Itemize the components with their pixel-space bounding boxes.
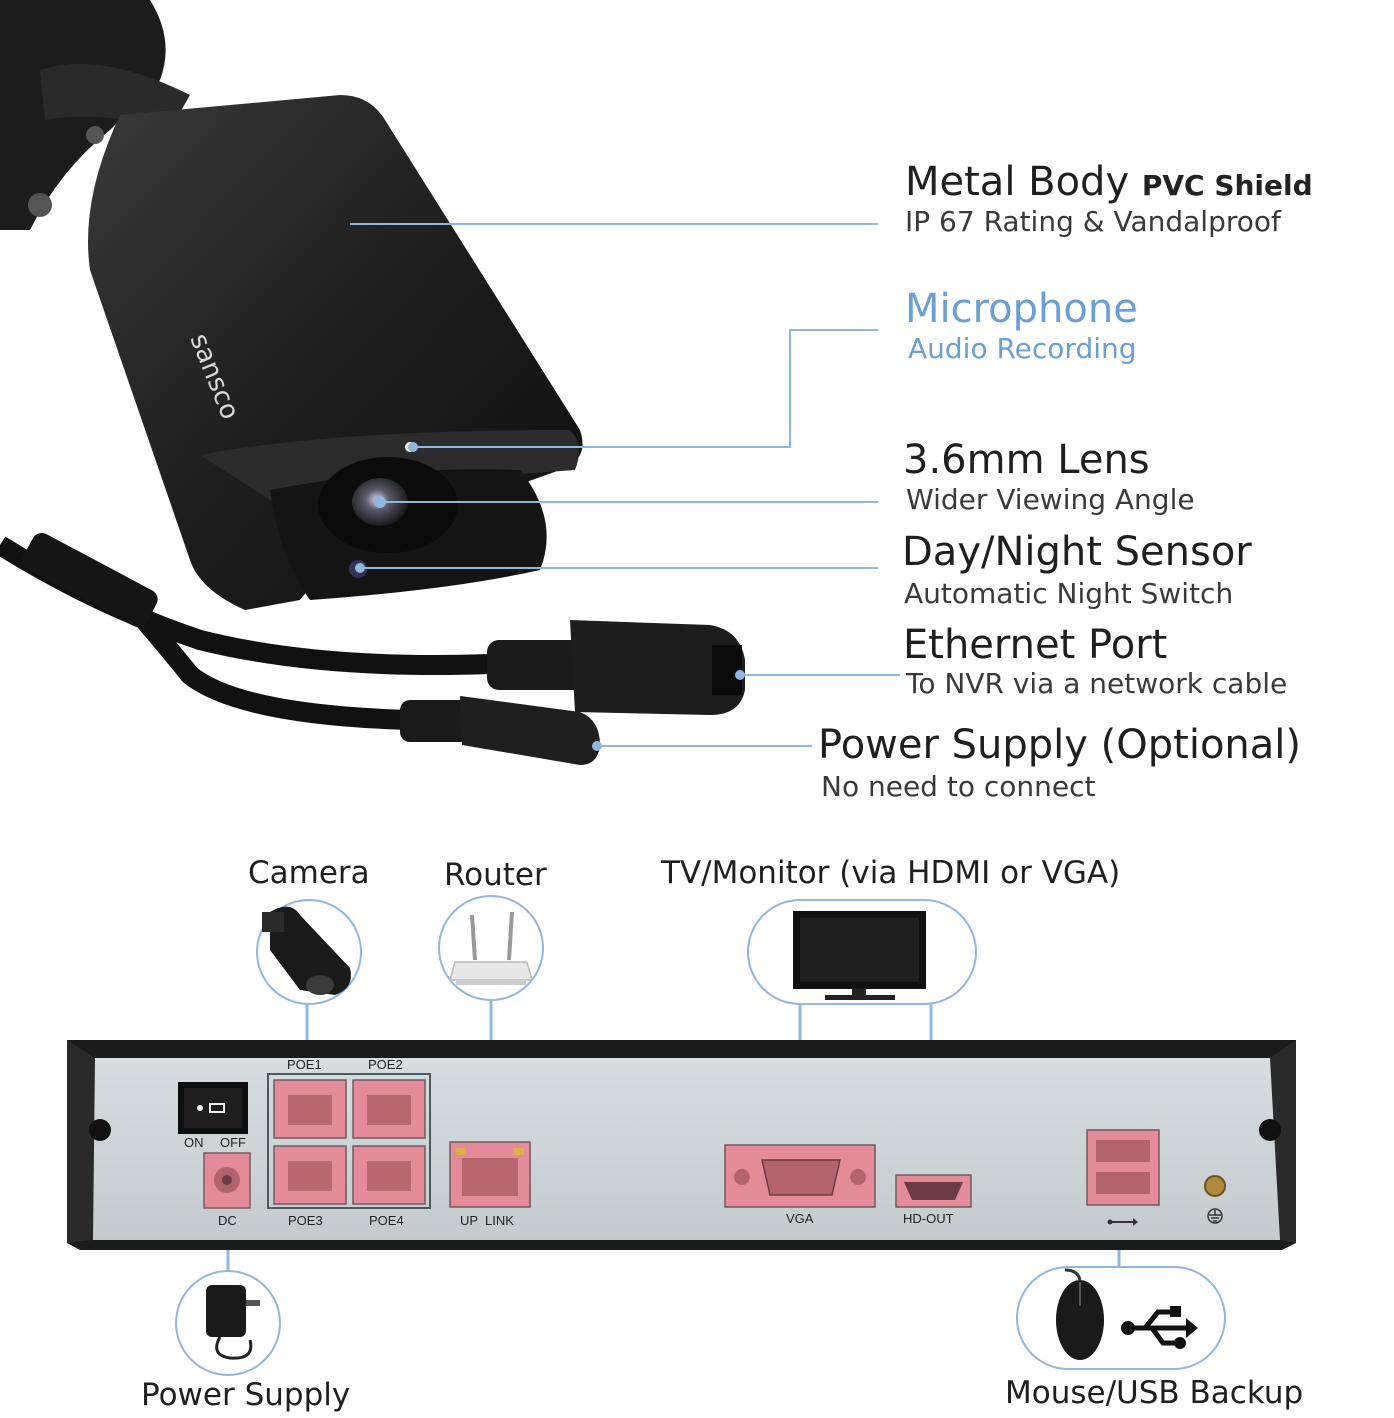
metal-body-title: Metal Body xyxy=(905,159,1130,205)
ethernet-jack xyxy=(712,645,742,695)
callout-dot xyxy=(374,496,386,508)
cable-boot xyxy=(22,533,158,627)
device-label-router: Router xyxy=(444,857,547,893)
feature-title-sensor: Day/Night Sensor xyxy=(902,529,1252,575)
feature-subtitle-microphone: Audio Recording xyxy=(908,332,1137,365)
camera-cable xyxy=(132,608,411,730)
nvr-chassis: ON OFF DC POE1 POE2 POE3 POE4 UP LINK xyxy=(67,1040,1296,1250)
callout-dot xyxy=(735,670,745,680)
ethernet-connector xyxy=(570,620,745,715)
device-label-tv: TV/Monitor (via HDMI or VGA) xyxy=(661,855,1121,891)
poe2-label: POE2 xyxy=(368,1057,403,1072)
uplink-label: UP LINK xyxy=(460,1213,514,1228)
chassis-screw-icon xyxy=(89,1119,111,1141)
pvc-shield-label: PVC Shield xyxy=(1141,169,1313,202)
feature-subtitle-sensor: Automatic Night Switch xyxy=(904,577,1234,610)
camera-illustration: sansco xyxy=(0,0,745,765)
feature-title-microphone: Microphone xyxy=(905,286,1138,332)
ground-icon xyxy=(1207,1208,1223,1224)
ground-screw xyxy=(1204,1175,1226,1197)
usb-port-symbol-icon xyxy=(1107,1218,1138,1226)
monitor-icon xyxy=(793,911,926,1000)
feature-subtitle-metal-body: IP 67 Rating & Vandalproof xyxy=(905,205,1281,238)
device-label-camera: Camera xyxy=(248,855,370,891)
hdmi-label: HD-OUT xyxy=(903,1211,954,1226)
mouse-icon xyxy=(1056,1268,1104,1360)
vga-label: VGA xyxy=(786,1211,814,1226)
feature-title-lens: 3.6mm Lens xyxy=(903,437,1150,483)
chassis-screw-icon xyxy=(1259,1119,1281,1141)
poe1-label: POE1 xyxy=(287,1057,322,1072)
mouse-bubble xyxy=(1016,1266,1226,1370)
power-adapter-icon xyxy=(206,1285,260,1360)
callout-dot xyxy=(408,442,418,452)
feature-subtitle-power: No need to connect xyxy=(821,770,1096,803)
callout-dots xyxy=(355,442,745,751)
camera-icon xyxy=(262,906,351,995)
feature-title-metal-body: Metal Body PVC Shield xyxy=(905,162,1313,202)
switch-off-label: OFF xyxy=(220,1135,246,1150)
device-label-mouse: Mouse/USB Backup xyxy=(1005,1375,1304,1411)
feature-subtitle-lens: Wider Viewing Angle xyxy=(906,483,1195,516)
poe4-label: POE4 xyxy=(369,1213,404,1228)
usb-icon xyxy=(1121,1306,1198,1349)
ethernet-connector-boot xyxy=(487,640,587,690)
poe-port-block xyxy=(267,1073,431,1209)
callout-dot xyxy=(592,741,602,751)
callout-dot xyxy=(355,563,365,573)
feature-subtitle-ethernet: To NVR via a network cable xyxy=(906,667,1288,700)
poe3-label: POE3 xyxy=(288,1213,323,1228)
switch-on-label: ON xyxy=(184,1135,204,1150)
mount-screw-icon xyxy=(28,193,52,217)
feature-title-ethernet: Ethernet Port xyxy=(903,622,1168,668)
feature-title-power: Power Supply (Optional) xyxy=(818,722,1302,768)
router-icon xyxy=(449,911,533,985)
callout-lines xyxy=(350,223,900,747)
power-connector-boot xyxy=(400,700,470,742)
dc-label: DC xyxy=(218,1213,237,1228)
power-connector xyxy=(460,696,600,765)
mount-screw-icon xyxy=(86,126,104,144)
device-label-power: Power Supply xyxy=(141,1377,351,1413)
callout-line-microphone xyxy=(413,329,878,448)
